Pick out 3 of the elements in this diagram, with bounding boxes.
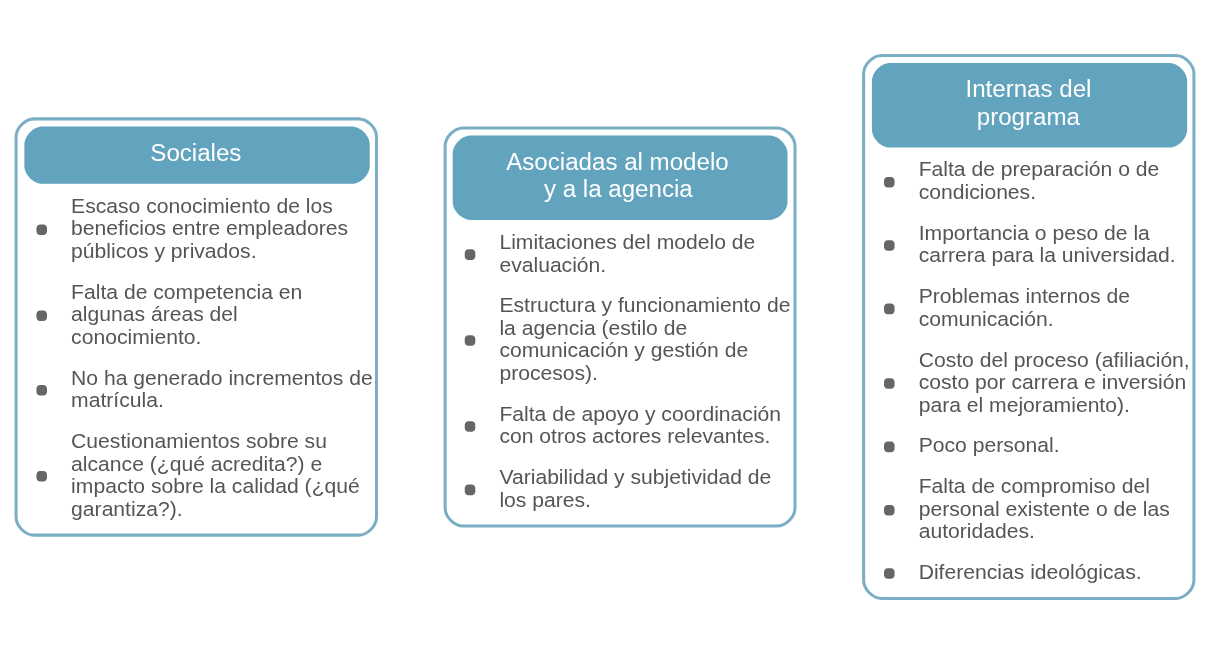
node-box: Asociadas al modelo y a la agencia Limitaciones del modelo de evaluación. Estructura y funcionamiento de la agencia (estilo de comunicación y gestión de procesos). Falta de apoyo y coordinación con otros actores relevantes. Variabilidad y subjetividad de los pares. [443, 125, 797, 528]
node-box: Sociales Escaso conocimiento de los beneficios entre empleadores públicos y privados. Falta de competencia en algunas áreas del conocimiento. No ha generado incrementos de matrícula. Cuestionamientos sobre su alcance (¿qué acredita?) e impacto sobre la calidad (¿qué garantiza?). [14, 116, 379, 537]
node-box: Internas del programa Falta de preparación o de condiciones. Importancia o peso de la carrera para la universidad. Problemas internos de comunicación. Costo del proceso (afiliación, costo por carrera e inversión para el mejoramiento). Poco personal. Falta de compromiso del personal existente o de las autoridades. Diferencias ideológicas. [862, 53, 1196, 600]
